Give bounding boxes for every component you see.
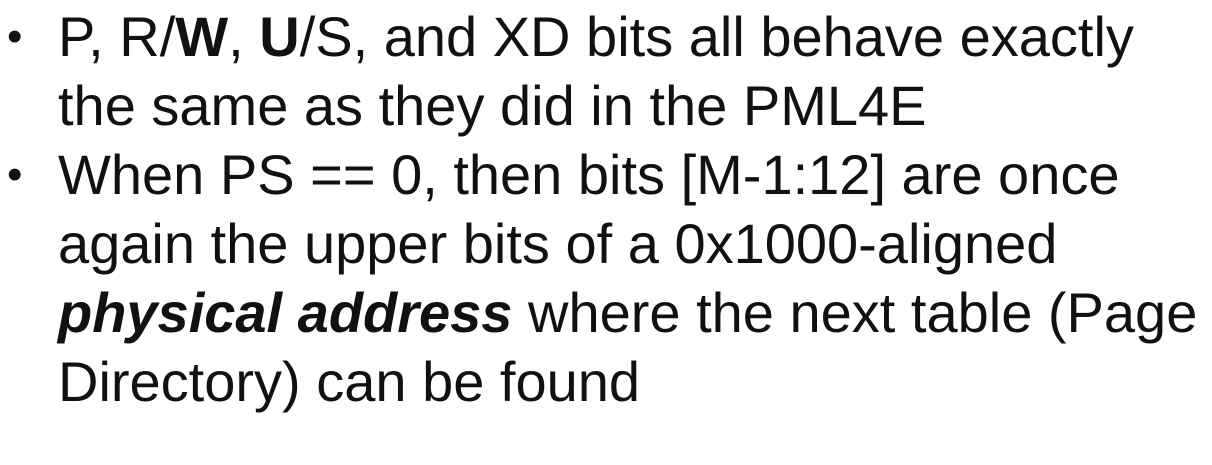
bullet-marker: • — [7, 150, 23, 199]
text-segment: P, R/ — [58, 5, 176, 68]
bullet-text: When PS == 0, then bits [M-1:12] are onc… — [58, 140, 1212, 416]
text-segment-physical-address: physical address — [58, 281, 513, 344]
text-segment: When PS == 0, then bits [M-1:12] are onc… — [58, 143, 1120, 275]
text-segment-bold-w: W — [175, 5, 229, 68]
bullet-text: P, R/W, U/S, and XD bits all behave exac… — [58, 2, 1212, 140]
bullet-item-pml4e-bits: • P, R/W, U/S, and XD bits all behave ex… — [0, 2, 1212, 140]
text-segment: , — [228, 5, 260, 68]
text-segment: /S, and XD bits all behave exactly the s… — [58, 5, 1134, 137]
text-segment: where the next table (Page Directory) ca… — [58, 281, 1198, 413]
bullet-marker: • — [7, 12, 23, 61]
bullet-list: • P, R/W, U/S, and XD bits all behave ex… — [0, 2, 1212, 416]
bullet-item-ps-zero: • When PS == 0, then bits [M-1:12] are o… — [0, 140, 1212, 416]
text-segment-bold-u: U — [259, 5, 300, 68]
